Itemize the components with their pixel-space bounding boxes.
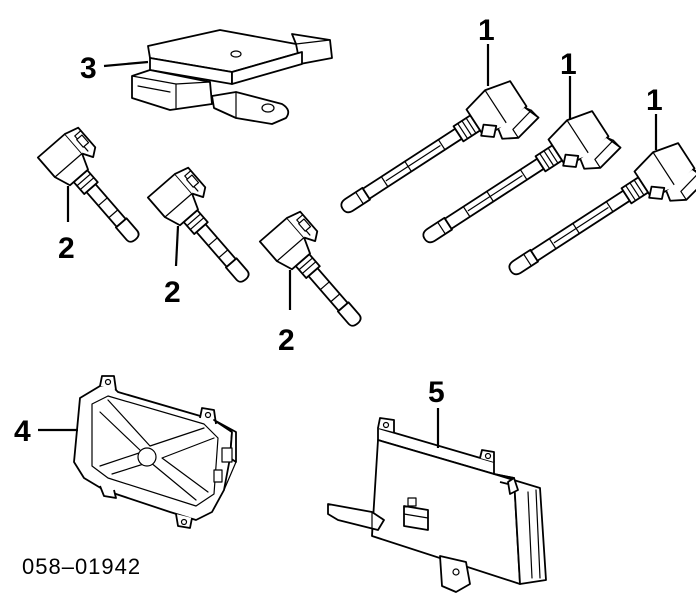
callout-5: 5 xyxy=(428,376,445,409)
callout-2c: 2 xyxy=(278,324,295,357)
callout-3: 3 xyxy=(80,52,97,85)
callout-1c: 1 xyxy=(646,84,663,117)
callout-4: 4 xyxy=(14,415,31,448)
ignition-coil-2c xyxy=(258,207,382,338)
ignition-coil-2b xyxy=(146,163,270,294)
callout-1b: 1 xyxy=(560,48,577,81)
ignition-coil-2a xyxy=(36,123,160,254)
leader-lines xyxy=(38,44,658,448)
callout-2a: 2 xyxy=(58,232,75,265)
control-unit xyxy=(327,417,547,593)
ignition-module xyxy=(131,29,333,125)
diagram-code: 058–01942 xyxy=(22,554,141,579)
bracket-frame xyxy=(73,375,237,529)
callout-1a: 1 xyxy=(478,14,495,47)
callout-2b: 2 xyxy=(164,276,181,309)
ignition-coil-1a xyxy=(329,73,543,241)
